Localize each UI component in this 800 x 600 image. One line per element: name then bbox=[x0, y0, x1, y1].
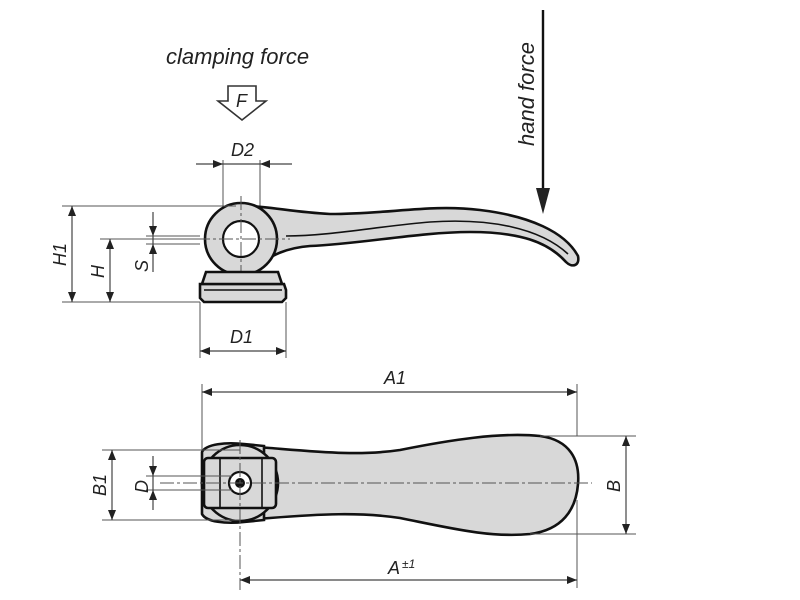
a-arrow-left-icon bbox=[240, 576, 250, 584]
force-symbol-label: F bbox=[236, 91, 248, 111]
side-view: clamping force F hand force D2 H1 bbox=[50, 10, 580, 358]
h1-arrow-bottom-icon bbox=[68, 292, 76, 302]
b1-arrow-bottom-icon bbox=[108, 510, 116, 520]
washer-top-pad bbox=[200, 270, 284, 286]
b-arrow-bottom-icon bbox=[622, 524, 630, 534]
d1-arrow-left-icon bbox=[200, 347, 210, 355]
a-label: A bbox=[387, 558, 400, 578]
s-label: S bbox=[132, 260, 152, 272]
plan-view: A1 B1 D B bbox=[90, 368, 636, 590]
h1-label: H1 bbox=[50, 243, 70, 266]
d2-arrow-left-icon bbox=[213, 160, 223, 168]
a1-label: A1 bbox=[383, 368, 406, 388]
a1-arrow-right-icon bbox=[567, 388, 577, 396]
clamping-force-arrow-icon bbox=[215, 85, 269, 122]
hand-force-arrowhead-icon bbox=[536, 188, 550, 214]
h-label: H bbox=[88, 264, 108, 278]
b-label: B bbox=[604, 480, 624, 492]
hand-force-label: hand force bbox=[514, 42, 539, 146]
lever-plan-body bbox=[242, 433, 580, 537]
d2-label: D2 bbox=[231, 140, 254, 160]
d1-label: D1 bbox=[230, 327, 253, 347]
d2-arrow-right-icon bbox=[260, 160, 270, 168]
b-arrow-top-icon bbox=[622, 436, 630, 446]
d-arrow-top-icon bbox=[149, 466, 157, 476]
thrust-washer bbox=[198, 282, 288, 304]
s-arrow-bottom-icon bbox=[149, 244, 157, 254]
h-arrow-top-icon bbox=[106, 239, 114, 249]
a-arrow-right-icon bbox=[567, 576, 577, 584]
h1-arrow-top-icon bbox=[68, 206, 76, 216]
h-arrow-bottom-icon bbox=[106, 292, 114, 302]
a1-arrow-left-icon bbox=[202, 388, 212, 396]
clamping-force-label: clamping force bbox=[166, 44, 309, 69]
d1-arrow-right-icon bbox=[276, 347, 286, 355]
d-label: D bbox=[132, 480, 152, 493]
a-tolerance-label: ±1 bbox=[402, 557, 415, 571]
s-arrow-top-icon bbox=[149, 226, 157, 236]
b1-arrow-top-icon bbox=[108, 450, 116, 460]
b1-label: B1 bbox=[90, 474, 110, 496]
d-arrow-bottom-icon bbox=[149, 490, 157, 500]
lever-side-inner-line bbox=[285, 220, 569, 255]
